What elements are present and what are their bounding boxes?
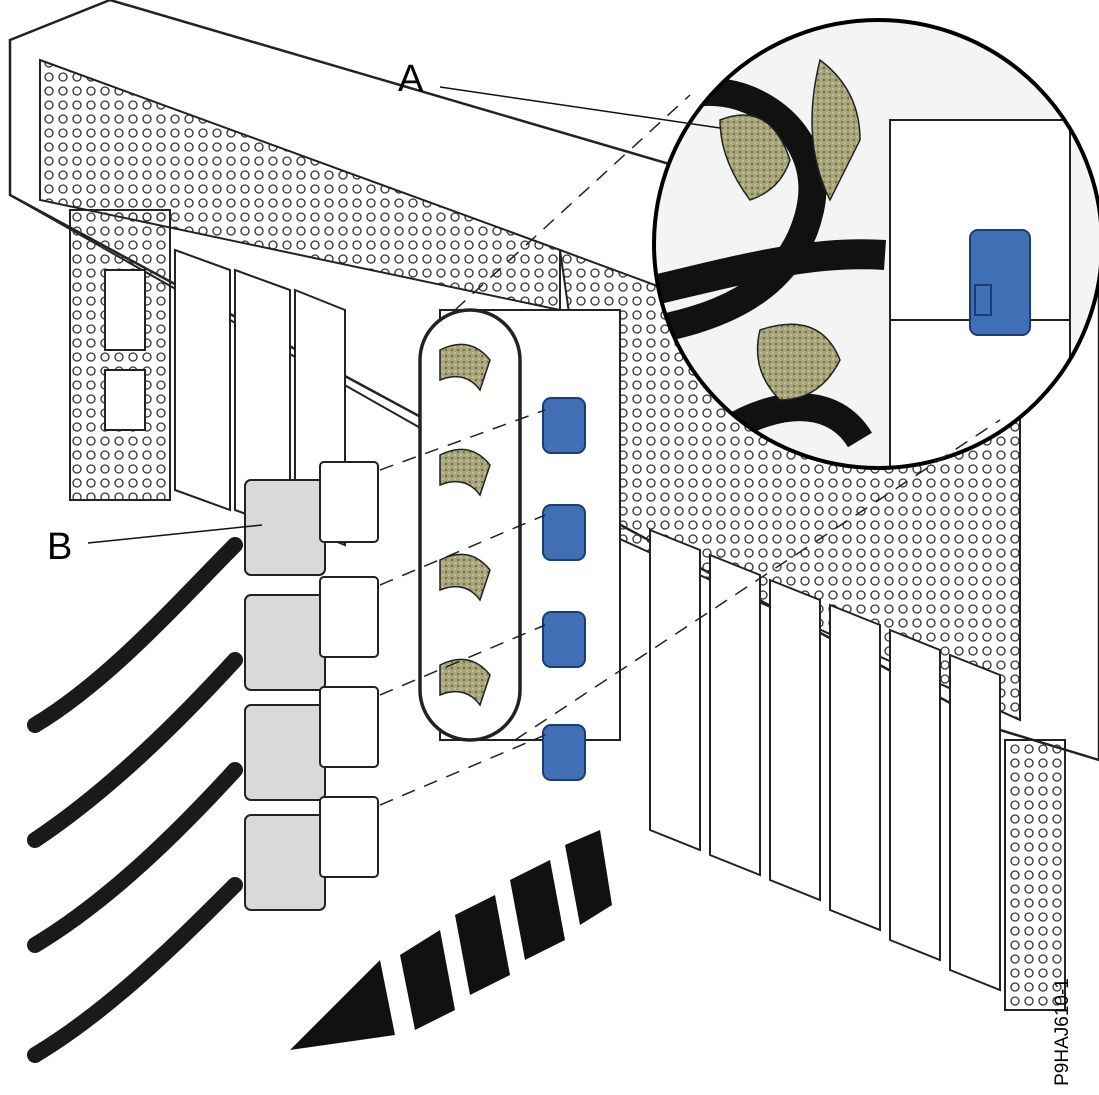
power-cords [27, 409, 546, 1063]
direction-arrow-icon [290, 830, 612, 1050]
velcro-strap-icon [418, 308, 522, 742]
magnify-detail-icon [454, 18, 1099, 741]
callout-leaders [87, 86, 721, 544]
figure-id-label: P9HAJ610-1 [1052, 978, 1074, 1086]
callout-a-label: A [398, 58, 424, 100]
callout-b-label: B [47, 526, 73, 568]
latch-icon [542, 397, 586, 781]
